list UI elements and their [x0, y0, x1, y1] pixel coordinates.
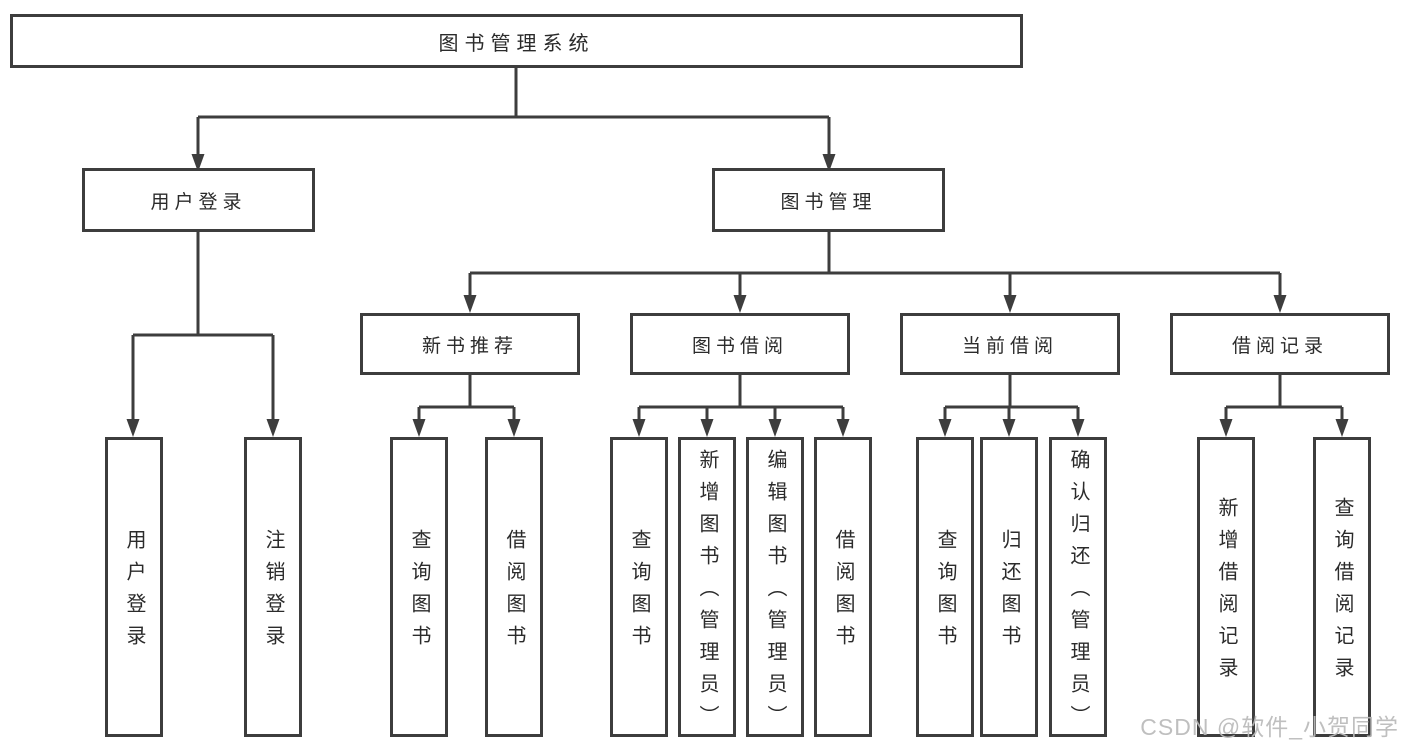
node-label: 确认归还（管理员）	[1067, 449, 1089, 737]
node-label: 借阅图书	[832, 529, 854, 657]
node-label: 图书管理	[780, 191, 877, 213]
node-label: 注销登录	[262, 529, 284, 657]
node-label: 新增图书（管理员）	[696, 449, 718, 737]
node-user-login: 用户登录	[82, 168, 315, 232]
node-label: 用户登录	[150, 191, 247, 213]
node-book-management: 图书管理	[712, 168, 945, 232]
connector-user-login	[126, 232, 280, 437]
leaf-borrowing-edit-books-admin: 编辑图书（管理员）	[746, 437, 804, 737]
connector-root	[191, 68, 836, 172]
node-book-borrowing: 图书借阅	[630, 313, 850, 375]
node-label: 新书推荐	[421, 335, 518, 357]
leaf-recommend-borrow-books: 借阅图书	[485, 437, 543, 737]
connector-current-borrowing	[938, 375, 1085, 437]
node-label: 当前借阅	[961, 335, 1058, 357]
node-new-book-recommend: 新书推荐	[360, 313, 580, 375]
node-label: 借阅图书	[503, 529, 525, 657]
node-current-borrowing: 当前借阅	[900, 313, 1120, 375]
connector-borrowing-records	[1219, 375, 1349, 437]
connector-new-book-recommend	[412, 375, 521, 437]
leaf-current-query-books: 查询图书	[916, 437, 974, 737]
node-label: 借阅记录	[1231, 335, 1328, 357]
node-label: 用户登录	[123, 529, 145, 657]
leaf-borrowing-add-books-admin: 新增图书（管理员）	[678, 437, 736, 737]
node-label: 编辑图书（管理员）	[764, 449, 786, 737]
leaf-recommend-query-books: 查询图书	[390, 437, 448, 737]
node-borrowing-records: 借阅记录	[1170, 313, 1390, 375]
leaf-borrowing-borrow-books: 借阅图书	[814, 437, 872, 737]
leaf-records-query-record: 查询借阅记录	[1313, 437, 1371, 737]
watermark-csdn: CSDN @软件_小贺同学	[1140, 714, 1399, 740]
node-library-system-root: 图书管理系统	[10, 14, 1023, 68]
node-label: 图书借阅	[691, 335, 788, 357]
node-label: 新增借阅记录	[1215, 497, 1237, 689]
node-label: 归还图书	[998, 529, 1020, 657]
node-label: 查询图书	[934, 529, 956, 657]
node-label: 查询借阅记录	[1331, 497, 1353, 689]
leaf-logout: 注销登录	[244, 437, 302, 737]
leaf-records-add-record: 新增借阅记录	[1197, 437, 1255, 737]
node-label: 图书管理系统	[438, 32, 595, 55]
leaf-borrowing-query-books: 查询图书	[610, 437, 668, 737]
node-label: 查询图书	[408, 529, 430, 657]
connector-book-management	[463, 232, 1287, 313]
node-label: 查询图书	[628, 529, 650, 657]
leaf-current-confirm-return-admin: 确认归还（管理员）	[1049, 437, 1107, 737]
leaf-current-return-books: 归还图书	[980, 437, 1038, 737]
connector-book-borrowing	[632, 375, 850, 437]
leaf-user-login: 用户登录	[105, 437, 163, 737]
